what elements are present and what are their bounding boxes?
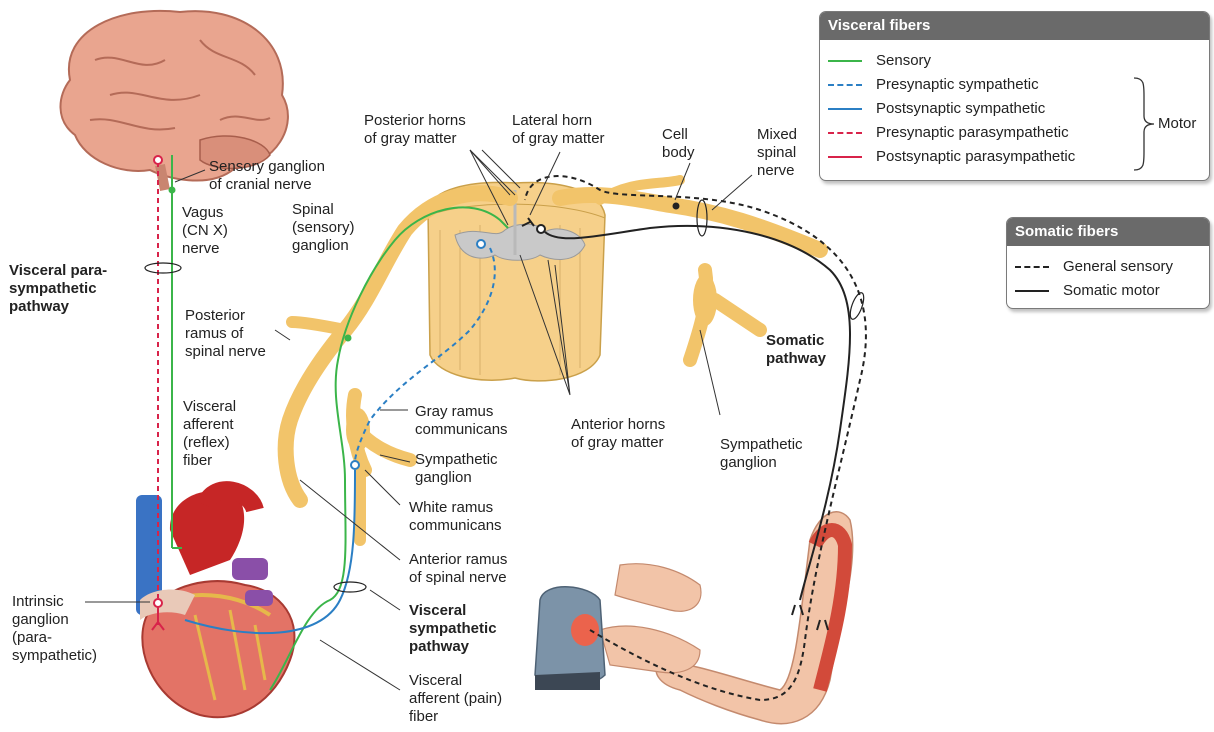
legend-somatic-title: Somatic fibers xyxy=(1007,218,1209,246)
legend-item-general-sensory: General sensory xyxy=(1015,258,1032,276)
legend-item-presynaptic-parasympathetic: Presynaptic parasympathetic xyxy=(828,124,845,142)
label-lateral-horn: Lateral horn of gray matter xyxy=(512,112,605,148)
label-posterior-ramus: Posterior ramus of spinal nerve xyxy=(185,307,266,361)
label-intrinsic-ganglion: Intrinsic ganglion (para- sympathetic) xyxy=(12,593,97,665)
label-white-ramus: White ramus communicans xyxy=(409,499,502,535)
legend-motor-label: Motor xyxy=(1158,115,1196,133)
legend-item-somatic-motor: Somatic motor xyxy=(1015,282,1032,300)
legend-visceral-fibers: Visceral fibers Sensory Presynaptic symp… xyxy=(819,11,1210,181)
legend-item-sensory: Sensory xyxy=(828,52,845,70)
label-vagus-nerve: Vagus (CN X) nerve xyxy=(182,204,228,258)
label-sympathetic-ganglion-left: Sympathetic ganglion xyxy=(415,451,498,487)
label-somatic-pathway: Somatic pathway xyxy=(766,332,826,368)
label-visceral-afferent-reflex: Visceral afferent (reflex) fiber xyxy=(183,398,236,470)
legend-visceral-title: Visceral fibers xyxy=(820,12,1209,40)
arm-hand-iron xyxy=(535,512,853,724)
label-anterior-horns: Anterior horns of gray matter xyxy=(571,416,665,452)
label-gray-ramus: Gray ramus communicans xyxy=(415,403,508,439)
label-posterior-horns: Posterior horns of gray matter xyxy=(364,112,466,148)
legend-item-postsynaptic-parasympathetic: Postsynaptic parasympathetic xyxy=(828,148,845,166)
legend-item-postsynaptic-sympathetic: Postsynaptic sympathetic xyxy=(828,100,845,118)
label-visceral-sympathetic-pathway: Visceral sympathetic pathway xyxy=(409,602,497,656)
label-anterior-ramus: Anterior ramus of spinal nerve xyxy=(409,551,507,587)
label-visceral-afferent-pain: Visceral afferent (pain) fiber xyxy=(409,672,502,726)
label-spinal-ganglion: Spinal (sensory) ganglion xyxy=(292,201,355,255)
label-sympathetic-ganglion-right: Sympathetic ganglion xyxy=(720,436,803,472)
legend-somatic-fibers: Somatic fibers General sensory Somatic m… xyxy=(1006,217,1210,309)
label-sensory-ganglion-cranial: Sensory ganglion of cranial nerve xyxy=(209,158,325,194)
spinal-cord xyxy=(286,180,820,540)
label-mixed-spinal-nerve: Mixed spinal nerve xyxy=(757,126,797,180)
legend-item-presynaptic-sympathetic: Presynaptic sympathetic xyxy=(828,76,845,94)
label-visceral-parasympathetic-pathway: Visceral para- sympathetic pathway xyxy=(9,262,107,316)
motor-bracket xyxy=(1132,76,1156,172)
label-cell-body: Cell body xyxy=(662,126,695,162)
